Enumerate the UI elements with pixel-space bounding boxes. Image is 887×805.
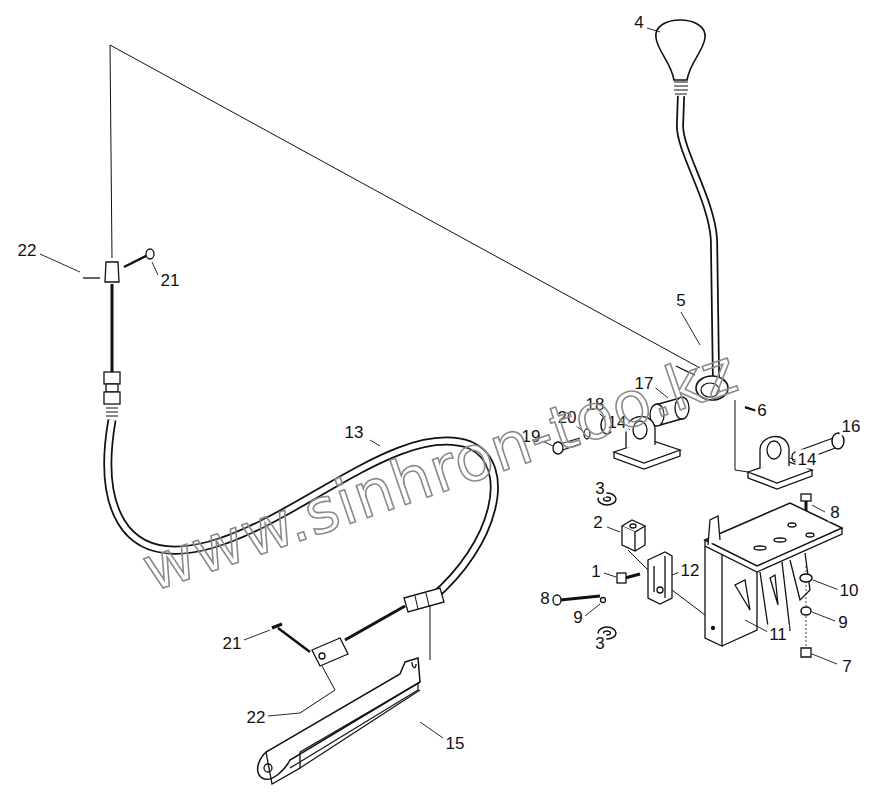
callout-number: 21 [159,271,182,290]
callout-number: 16 [840,417,863,436]
callout-number: 11 [767,625,789,644]
callout-number: 9 [571,608,584,627]
callout-number: 8 [538,589,551,608]
callout-number: 22 [16,241,39,260]
callout-number: 3 [593,634,606,653]
callout-number: 4 [632,13,645,32]
callout-number: 14 [796,450,819,469]
callout-number: 5 [674,291,687,310]
callout-number: 10 [838,581,861,600]
callout-number: 13 [343,423,366,442]
callout-number: 2 [591,513,604,532]
callout-number: 8 [828,503,841,522]
callout-number: 9 [836,613,849,632]
callout-number: 7 [840,657,853,676]
callout-number: 3 [593,479,606,498]
callout-number: 1 [589,562,602,581]
callout-number: 6 [755,401,768,420]
callout-number: 22 [245,708,268,727]
callout-number: 12 [679,561,702,580]
callout-number: 15 [444,734,467,753]
callout-number: 21 [221,634,244,653]
